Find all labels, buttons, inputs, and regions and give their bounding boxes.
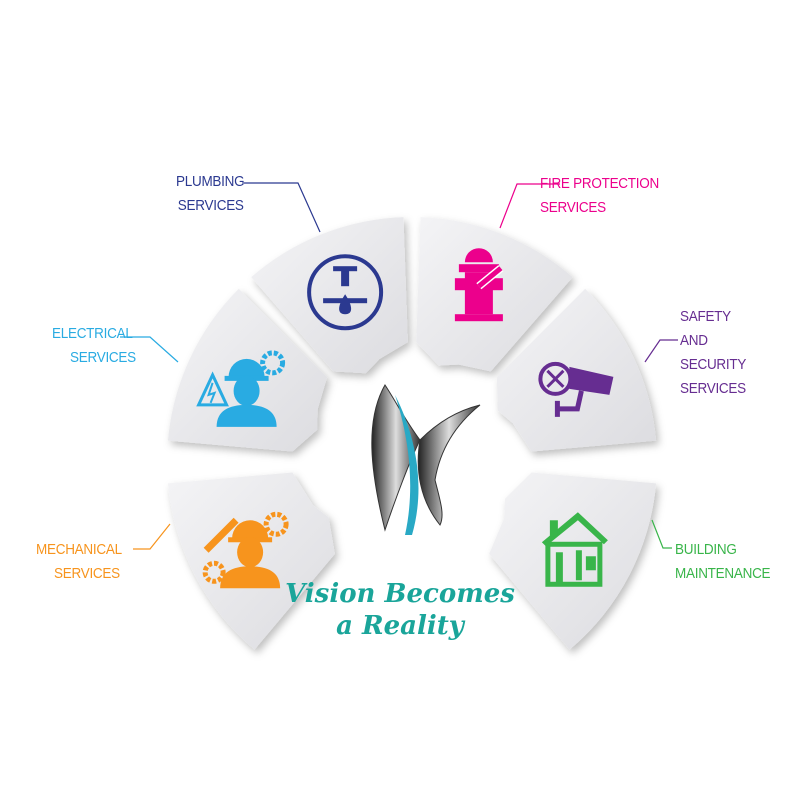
electrician-worker-icon [196,350,286,427]
label-mechanical: MECHANICAL SERVICES [36,538,122,586]
label-line: ELECTRICAL [52,325,133,342]
label-line: PLUMBING [176,173,245,190]
tagline-line-1: Vision Becomes [285,579,515,609]
segment-fire [416,217,573,372]
house-tools-icon [541,512,608,587]
security-camera-icon [538,361,614,417]
center-logo [371,384,481,535]
segment-plumbing [251,217,408,374]
tagline-line-2: a Reality [336,611,464,641]
label-line: BUILDING [675,541,737,558]
label-line: FIRE PROTECTION [540,175,659,192]
leader-line-mechanical [133,523,171,550]
faucet-wrench-icon [307,254,384,331]
label-line: MAINTENANCE [675,565,771,582]
label-line: SERVICES [540,199,606,216]
label-line: SECURITY [680,356,747,373]
mechanic-worker-icon [202,511,289,589]
leader-line-electrical [120,336,179,363]
leader-line-safety [644,339,678,363]
label-building: BUILDING MAINTENANCE [675,538,771,586]
label-line: SAFETY [680,308,731,325]
label-line: SERVICES [70,349,136,366]
segment-building [489,472,657,650]
label-electrical: ELECTRICAL SERVICES [52,322,136,370]
label-line: SERVICES [680,380,746,397]
leader-line-plumbing [244,182,321,233]
leader-line-fire [499,183,560,229]
label-safety: SAFETY AND SECURITY SERVICES [680,305,746,401]
leader-line-building [651,519,672,549]
label-line: SERVICES [54,565,120,582]
label-fire: FIRE PROTECTION SERVICES [540,172,659,220]
label-line: MECHANICAL [36,541,122,558]
fire-hydrant-wrench-icon [454,248,504,322]
label-line: AND [680,332,708,349]
label-plumbing: PLUMBING SERVICES [176,170,245,218]
label-line: SERVICES [177,197,244,214]
tagline: Vision Becomes a Reality [0,578,800,642]
